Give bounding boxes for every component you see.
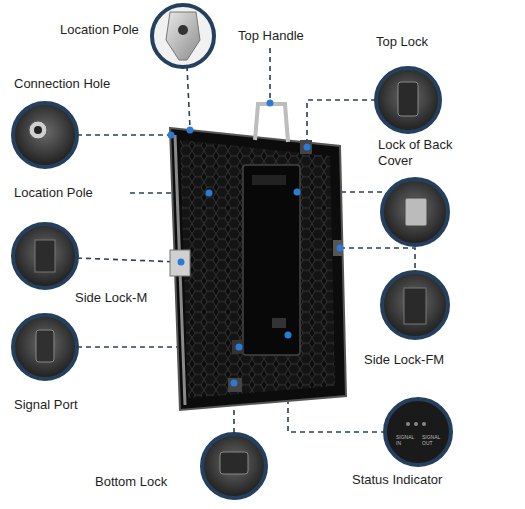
part-label: Signal Port [14,397,114,413]
location-pole-hole [178,25,188,35]
zoom-inset [13,224,77,288]
part-label: Status Indicator [352,472,472,488]
location-pole-detail [166,12,200,60]
status-led [422,422,426,426]
status-led [414,422,418,426]
leader-line [187,66,190,128]
back-cover-lock-detail [405,198,427,226]
power-module [243,165,300,355]
side-lock-m [170,250,190,276]
status-led [406,422,410,426]
endpoint-dot [236,344,243,351]
zoom-inset [152,5,214,67]
part-label: Location Pole [60,22,170,38]
zoom-inset [376,68,440,132]
leader-line [77,134,170,136]
zoom-inset [385,399,451,465]
status-light-panel [272,318,286,328]
endpoint-dots [168,100,344,387]
part-label: Top Handle [238,28,328,44]
endpoint-dot [168,132,175,139]
zoom-insets [13,5,451,498]
endpoint-dot [294,189,301,196]
top-handle [255,104,288,142]
connection-hole-center [34,126,42,134]
bottom-lock [228,378,242,392]
bottom-lock-detail [220,452,248,474]
leader-line [77,258,180,262]
endpoint-dot [231,380,238,387]
part-label: Bottom Lock [95,474,195,490]
zoom-inset [13,103,77,167]
zoom-inset [382,179,448,245]
part-label: Location Pole [14,185,134,201]
side-lock-m-detail [35,240,55,272]
part-label: Lock of Back Cover [378,137,458,170]
endpoint-dot [187,127,194,134]
top-lock-detail [398,82,418,116]
endpoint-dot [206,190,213,197]
zoom-inset [13,315,77,379]
zoom-inset [382,272,448,338]
signal-port-detail [36,330,54,362]
endpoint-dot [337,245,344,252]
part-label: Side Lock-M [75,290,175,306]
endpoint-dot [267,100,274,107]
zoom-inset [202,434,266,498]
side-lock-fm-detail [404,288,426,324]
part-label: Connection Hole [14,76,134,92]
leader-line [269,48,271,102]
side-lock-fm [333,240,343,256]
top-lock [300,140,312,154]
leader-line [307,100,376,146]
endpoint-dot [285,332,292,339]
part-label: Side Lock-FM [364,352,474,368]
signal-port [232,340,244,354]
module-panel [252,175,286,185]
cabinet-frame [170,128,346,410]
part-label: Top Lock [376,34,466,50]
status-leds [406,422,426,426]
leader-line [340,248,415,272]
port-label: SIGNAL IN [396,434,418,447]
endpoint-dot [304,144,311,151]
port-label: SIGNAL OUT [422,434,446,447]
hexagon-back [180,140,335,398]
endpoint-dot [178,259,185,266]
leader-lines [77,48,415,433]
connection-hole-detail [29,121,47,139]
